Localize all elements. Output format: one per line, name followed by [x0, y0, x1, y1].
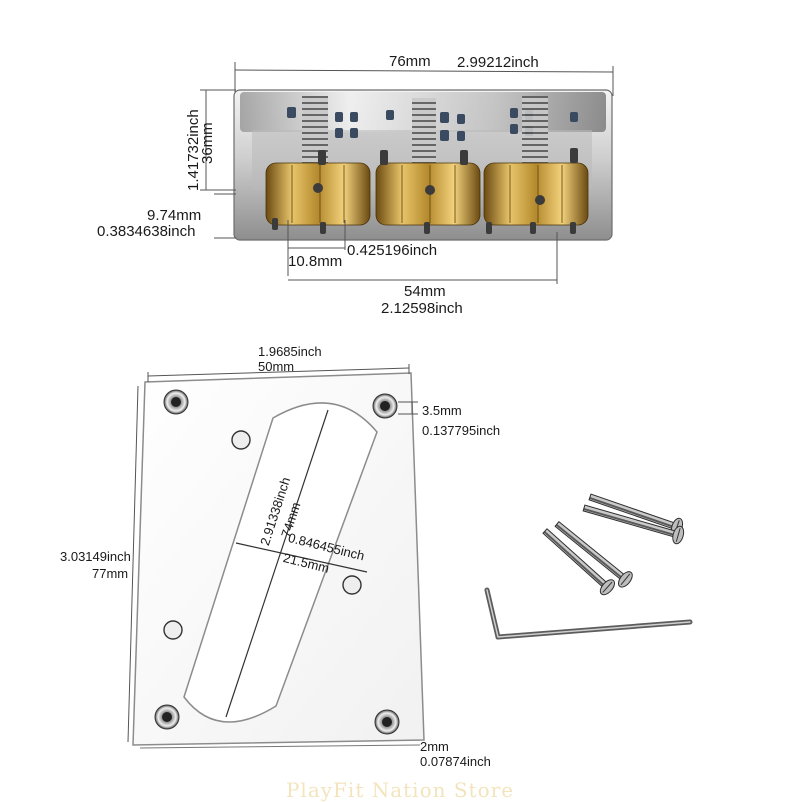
plate-thickness-mm-label: 2mm [420, 739, 449, 754]
saddle-width-mm-label: 10.8mm [288, 253, 343, 270]
saddle-width-inch-label: 0.425196inch [347, 242, 438, 259]
plate-thickness-inch-label: 0.07874inch [420, 754, 491, 769]
hole-inch-label: 0.137795inch [422, 423, 501, 438]
bridge-height-mm-label: 36mm [199, 122, 216, 164]
bridge-wall-inch-label: 0.3834638inch [97, 223, 196, 240]
plate-height-inch-label: 3.03149inch [60, 549, 131, 564]
bridge-photo [200, 62, 614, 284]
plate-height-mm-label: 77mm [92, 566, 129, 581]
hex-key [484, 587, 693, 640]
saddle-spacing-inch-label: 2.12598inch [381, 300, 463, 317]
bridge-wall-mm-label: 9.74mm [147, 207, 202, 224]
mounting-plate-drawing [127, 364, 425, 749]
plate-width-mm-label: 50mm [258, 359, 295, 374]
bridge-width-inch-label: 2.99212inch [457, 54, 539, 71]
saddle-spacing-mm-label: 54mm [404, 283, 446, 300]
plate-width-inch-label: 1.9685inch [258, 344, 322, 359]
screws [542, 493, 685, 596]
store-watermark: PlayFit Nation Store [285, 778, 515, 802]
bridge-width-mm-label: 76mm [389, 53, 431, 70]
hole-mm-label: 3.5mm [422, 403, 462, 418]
